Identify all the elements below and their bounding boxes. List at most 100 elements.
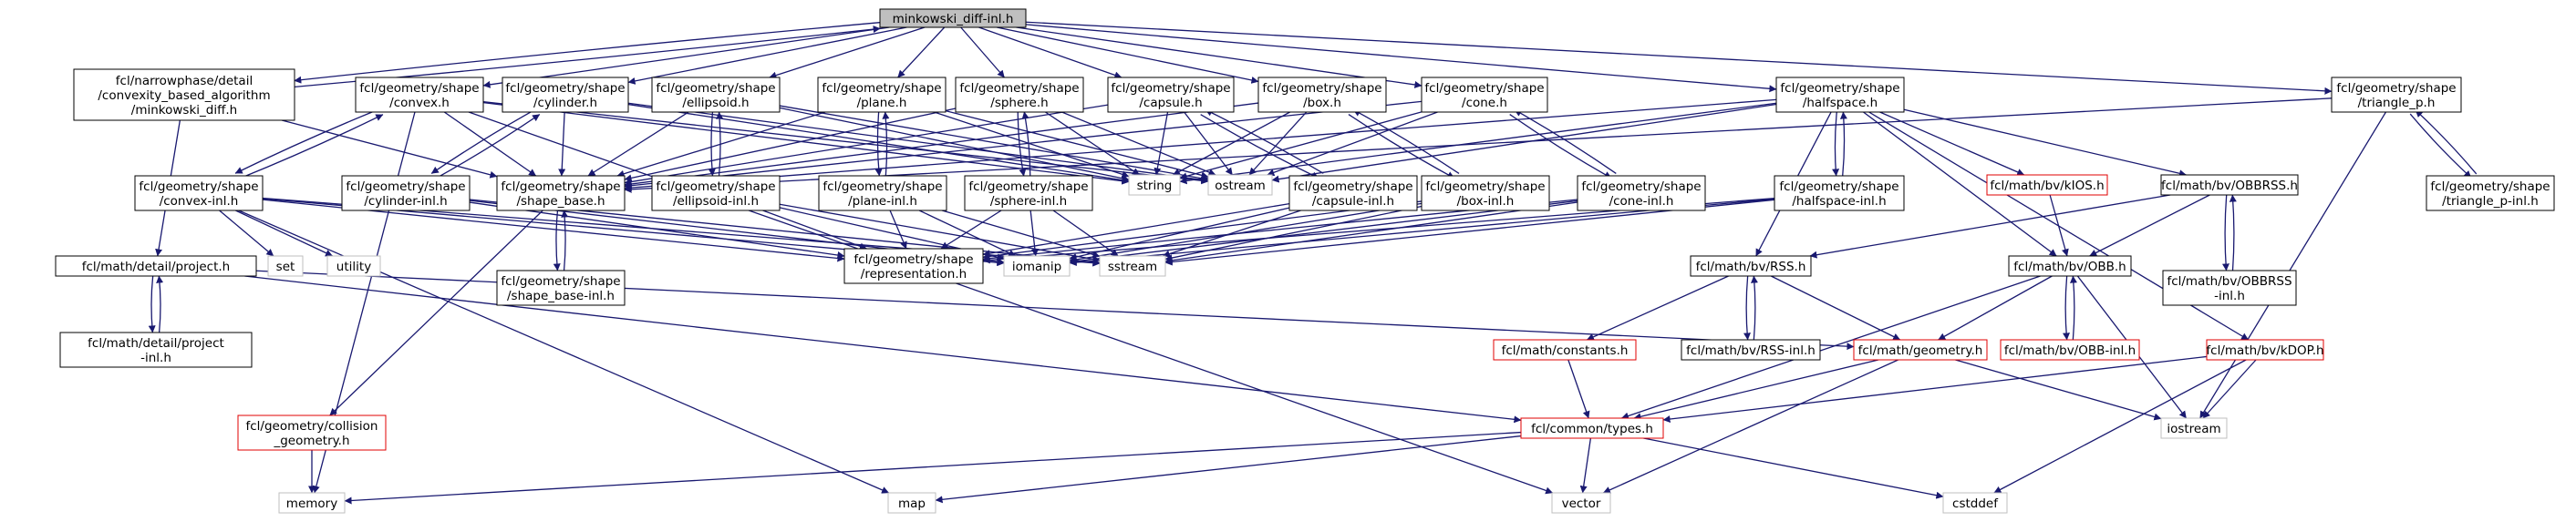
edge-obb-to-obb_inl bbox=[2063, 275, 2070, 341]
node-convexity[interactable]: fcl/narrowphase/detail/convexity_based_a… bbox=[73, 68, 295, 121]
node-utility[interactable]: utility bbox=[326, 255, 381, 277]
edge-root-to-convexity bbox=[294, 22, 880, 84]
node-convex[interactable]: fcl/geometry/shape/convex.h bbox=[355, 77, 484, 113]
edge-convex_inl-to-set bbox=[219, 210, 274, 257]
node-box-inl-label-1: /box-inl.h bbox=[1457, 194, 1515, 209]
edge-cylinder-to-ostream bbox=[627, 102, 1209, 184]
node-plane-inl-box bbox=[818, 175, 947, 211]
node-collision-geometry[interactable]: fcl/geometry/collision_geometry.h bbox=[237, 415, 387, 451]
node-box-inl-box bbox=[1421, 175, 1550, 211]
edge-triangle_p_inl-to-triangle_p bbox=[2415, 109, 2478, 175]
node-rss-inl[interactable]: fcl/math/bv/RSS-inl.h bbox=[1681, 339, 1821, 361]
node-sstream[interactable]: sstream bbox=[1099, 255, 1166, 277]
node-sphere-box bbox=[955, 77, 1084, 113]
edge-kdop-to-cstddef bbox=[1993, 359, 2247, 494]
node-halfspace[interactable]: fcl/geometry/shape/halfspace.h bbox=[1775, 77, 1905, 113]
node-representation[interactable]: fcl/geometry/shape/representation.h bbox=[843, 248, 984, 284]
node-convex-inl[interactable]: fcl/geometry/shape/convex-inl.h bbox=[134, 175, 264, 211]
node-obbrss-inl-label-1: -inl.h bbox=[2214, 289, 2245, 303]
node-shape-base[interactable]: fcl/geometry/shape/shape_base.h bbox=[496, 175, 626, 211]
node-box-inl[interactable]: fcl/geometry/shape/box-inl.h bbox=[1421, 175, 1550, 211]
node-geometry-label-0: fcl/math/geometry.h bbox=[1858, 343, 1983, 358]
node-map[interactable]: map bbox=[887, 492, 936, 514]
node-shape-base-inl[interactable]: fcl/geometry/shape/shape_base-inl.h bbox=[496, 270, 626, 306]
edge-ellipsoid-to-string bbox=[779, 107, 1130, 182]
node-cylinder-inl[interactable]: fcl/geometry/shape/cylinder-inl.h bbox=[341, 175, 471, 211]
node-cone-inl[interactable]: fcl/geometry/shape/cone-inl.h bbox=[1577, 175, 1706, 211]
node-box[interactable]: fcl/geometry/shape/box.h bbox=[1257, 77, 1387, 113]
node-cstddef[interactable]: cstddef bbox=[1942, 492, 2008, 514]
node-obbrss-inl[interactable]: fcl/math/bv/OBBRSS-inl.h bbox=[2162, 270, 2297, 306]
node-plane-label-1: /plane.h bbox=[857, 96, 907, 110]
node-ellipsoid[interactable]: fcl/geometry/shape/ellipsoid.h bbox=[651, 77, 781, 113]
node-plane-inl[interactable]: fcl/geometry/shape/plane-inl.h bbox=[818, 175, 947, 211]
node-convexity-label-2: /minkowski_diff.h bbox=[131, 103, 237, 118]
node-plane-box bbox=[817, 77, 947, 113]
node-kdop[interactable]: fcl/math/bv/kDOP.h bbox=[2206, 339, 2324, 361]
edge-types-to-map bbox=[935, 435, 1522, 504]
node-kdop-label-0: fcl/math/bv/kDOP.h bbox=[2206, 343, 2323, 358]
node-iostream[interactable]: iostream bbox=[2160, 417, 2228, 439]
edge-obb-to-types bbox=[1621, 275, 2041, 420]
node-obbrss[interactable]: fcl/math/bv/OBBRSS.h bbox=[2160, 174, 2299, 196]
node-ellipsoid-inl[interactable]: fcl/geometry/shape/ellipsoid-inl.h bbox=[651, 175, 781, 211]
node-representation-box bbox=[843, 248, 984, 284]
node-string[interactable]: string bbox=[1128, 174, 1181, 196]
node-triangle-p-inl[interactable]: fcl/geometry/shape/triangle_p-inl.h bbox=[2426, 175, 2555, 211]
node-halfspace-box bbox=[1775, 77, 1905, 113]
node-sphere-inl[interactable]: fcl/geometry/shape/sphere-inl.h bbox=[964, 175, 1093, 211]
node-cylinder[interactable]: fcl/geometry/shape/cylinder.h bbox=[502, 77, 629, 113]
node-triangle-p-inl-label-1: /triangle_p-inl.h bbox=[2442, 194, 2539, 209]
node-shape-base-inl-label-1: /shape_base-inl.h bbox=[507, 289, 615, 303]
node-obb-label-0: fcl/math/bv/OBB.h bbox=[2013, 260, 2126, 274]
node-triangle-p-inl-box bbox=[2426, 175, 2555, 211]
node-geometry[interactable]: fcl/math/geometry.h bbox=[1853, 339, 1988, 361]
edge-root-to-halfspace bbox=[1025, 24, 1777, 93]
node-memory-box bbox=[278, 492, 346, 514]
node-plane-inl-label-0: fcl/geometry/shape bbox=[822, 179, 942, 194]
node-constants[interactable]: fcl/math/constants.h bbox=[1493, 339, 1637, 361]
node-triangle-p[interactable]: fcl/geometry/shape/triangle_p.h bbox=[2331, 77, 2462, 113]
node-cylinder-box bbox=[502, 77, 629, 113]
edge-halfspace-to-shape_base bbox=[624, 98, 1777, 192]
node-iomanip[interactable]: iomanip bbox=[1003, 255, 1071, 277]
node-set[interactable]: set bbox=[267, 255, 304, 277]
node-obb-inl[interactable]: fcl/math/bv/OBB-inl.h bbox=[2000, 339, 2140, 361]
node-project-box bbox=[55, 255, 257, 277]
node-obb[interactable]: fcl/math/bv/OBB.h bbox=[2008, 255, 2132, 277]
edge-types-to-vector bbox=[1579, 437, 1592, 494]
node-cone[interactable]: fcl/geometry/shape/cone.h bbox=[1421, 77, 1548, 113]
node-obbrss-box bbox=[2160, 174, 2299, 196]
node-ellipsoid-label-0: fcl/geometry/shape bbox=[656, 81, 775, 96]
edge-types-to-memory bbox=[344, 431, 1522, 505]
edge-ellipsoid-to-ellipsoid_inl bbox=[708, 111, 716, 177]
node-sphere[interactable]: fcl/geometry/shape/sphere.h bbox=[955, 77, 1084, 113]
node-halfspace-inl[interactable]: fcl/geometry/shape/halfspace-inl.h bbox=[1774, 175, 1905, 211]
node-halfspace-inl-label-1: /halfspace-inl.h bbox=[1792, 194, 1886, 209]
node-ostream[interactable]: ostream bbox=[1207, 174, 1273, 196]
node-capsule-inl[interactable]: fcl/geometry/shape/capsule-inl.h bbox=[1288, 175, 1418, 211]
node-capsule[interactable]: fcl/geometry/shape/capsule.h bbox=[1107, 77, 1235, 113]
node-kios[interactable]: fcl/math/bv/kIOS.h bbox=[1986, 174, 2108, 196]
node-cylinder-label-1: /cylinder.h bbox=[533, 96, 597, 110]
node-obbrss-inl-box bbox=[2162, 270, 2297, 306]
node-memory[interactable]: memory bbox=[278, 492, 346, 514]
edge-convex-to-string bbox=[482, 101, 1130, 185]
node-cylinder-inl-label-1: /cylinder-inl.h bbox=[364, 194, 447, 209]
node-sphere-inl-box bbox=[964, 175, 1093, 211]
edge-root-to-convex bbox=[482, 26, 890, 88]
node-vector[interactable]: vector bbox=[1551, 492, 1611, 514]
node-utility-box bbox=[326, 255, 381, 277]
edge-capsule-to-shape_base bbox=[624, 104, 1109, 186]
edge-shape_base-to-shape_base_inl bbox=[553, 210, 561, 271]
node-iostream-box bbox=[2160, 417, 2228, 439]
node-project-inl[interactable]: fcl/math/detail/project-inl.h bbox=[59, 332, 253, 368]
node-types[interactable]: fcl/common/types.h bbox=[1520, 417, 1664, 439]
node-obbrss-inl-label-0: fcl/math/bv/OBBRSS bbox=[2167, 274, 2292, 289]
node-plane[interactable]: fcl/geometry/shape/plane.h bbox=[817, 77, 947, 113]
node-rss[interactable]: fcl/math/bv/RSS.h bbox=[1690, 255, 1812, 277]
edge-cone-to-shape_base bbox=[624, 100, 1422, 189]
node-project[interactable]: fcl/math/detail/project.h bbox=[55, 255, 257, 277]
node-convexity-label-0: fcl/narrowphase/detail bbox=[116, 74, 253, 88]
node-cone-inl-box bbox=[1577, 175, 1706, 211]
